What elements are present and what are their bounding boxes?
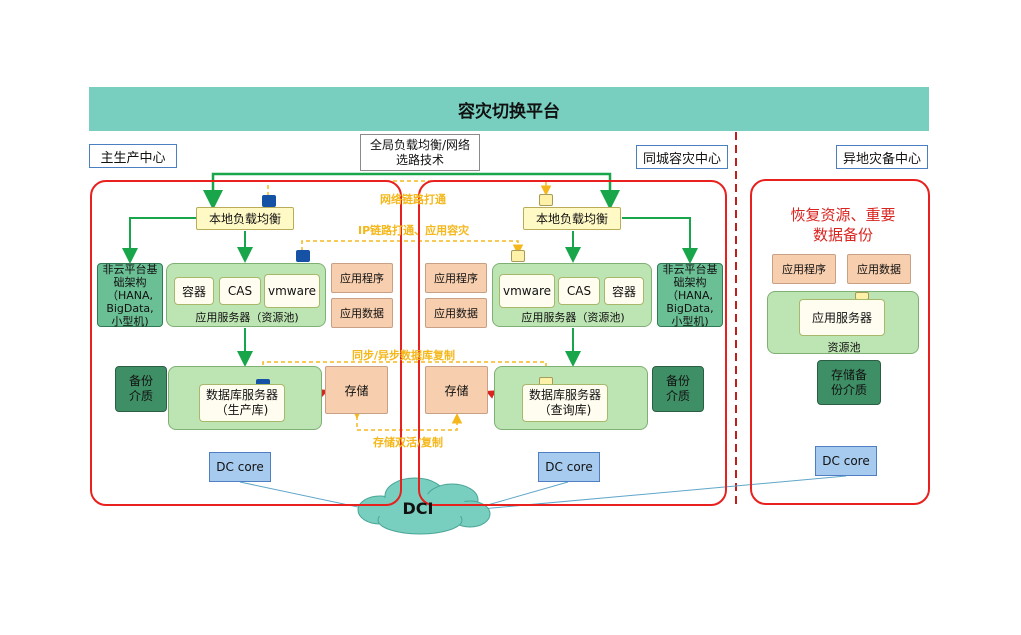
dr-container-node: 容器 [604, 277, 644, 305]
remote-center-label: 异地灾备中心 [836, 145, 928, 169]
main-backup-media: 备份介质 [115, 366, 167, 412]
storage-replication-path [351, 408, 463, 431]
storage-replication-label: 存储双活/复制 [373, 436, 444, 449]
main-appserver-database-icon [296, 250, 310, 262]
global-load-balancer: 全局负载均衡/网络选路技术 [360, 134, 480, 171]
remote-region [750, 179, 930, 505]
main-lb-to-noncloud-arrow [122, 217, 196, 264]
dr-lb-to-noncloud-arrow [622, 217, 698, 264]
main-local-load-balancer: 本地负载均衡 [196, 207, 294, 230]
network-link-label: 网络链路打通 [380, 193, 446, 206]
remote-storage-backup-media: 存储备份介质 [817, 360, 881, 405]
main-lb-database-icon [262, 195, 276, 207]
platform-title-banner: 容灾切换平台 [89, 87, 929, 131]
dr-backup-media: 备份介质 [652, 366, 704, 412]
main-app-server-label: 应用服务器（资源池) [195, 311, 299, 324]
main-dc-core: DC core [209, 452, 271, 482]
global-to-dr-lb-arrow [419, 172, 620, 210]
dr-storage: 存储 [425, 366, 488, 414]
dr-db-server: 数据库服务器（查询库) [522, 384, 608, 422]
dr-app-server-label: 应用服务器（资源池) [521, 311, 625, 324]
main-storage: 存储 [325, 366, 388, 414]
dci-label: DCI [402, 498, 434, 518]
main-db-server: 数据库服务器（生产库) [199, 384, 285, 422]
main-noncloud-infra: 非云平台基础架构（HANA, BigData, 小型机) [97, 263, 163, 328]
dr-lb-database-icon [539, 194, 553, 206]
dr-local-load-balancer: 本地负载均衡 [523, 207, 621, 230]
dr-vmware-node: vmware [499, 274, 555, 308]
main-db-database-icon [256, 379, 270, 388]
dr-cas-node: CAS [558, 277, 600, 305]
dr-app-data: 应用数据 [425, 298, 487, 328]
remote-app-data: 应用数据 [847, 254, 911, 284]
main-app-data: 应用数据 [331, 298, 393, 328]
remote-headline: 恢复资源、重要数据备份 [790, 206, 896, 244]
main-center-label: 主生产中心 [89, 144, 177, 168]
dr-dc-core: DC core [538, 452, 600, 482]
main-cas-node: CAS [219, 277, 261, 305]
main-container-node: 容器 [174, 277, 214, 305]
ip-link-label: IP链路打通、应用容灾 [358, 224, 470, 237]
same-city-region [418, 180, 727, 506]
dci-cloud [357, 477, 491, 535]
remote-resource-pool-label: 资源池 [827, 341, 861, 354]
remote-app-program: 应用程序 [772, 254, 836, 284]
main-app-server-pool: 容器 CAS vmware 应用服务器（资源池) [166, 263, 326, 327]
remote-dc-core: DC core [815, 446, 877, 476]
main-app-program: 应用程序 [331, 263, 393, 293]
ip-link-path [301, 240, 524, 255]
global-to-main-lb-arrow [203, 172, 419, 210]
platform-title: 容灾切换平台 [458, 101, 560, 122]
dr-appserver-database-icon [511, 250, 525, 262]
network-link-path [267, 180, 552, 196]
remote-app-server: 应用服务器 [799, 299, 885, 336]
main-vmware-node: vmware [264, 274, 320, 308]
dr-app-server-pool: vmware CAS 容器 应用服务器（资源池) [492, 263, 652, 327]
same-city-center-label: 同城容灾中心 [636, 145, 728, 169]
db-sync-label: 同步/异步数据库复制 [352, 349, 456, 362]
dr-noncloud-infra: 非云平台基础架构（HANA, BigData, 小型机) [657, 263, 723, 328]
dr-app-program: 应用程序 [425, 263, 487, 293]
main-center-region [90, 180, 402, 506]
